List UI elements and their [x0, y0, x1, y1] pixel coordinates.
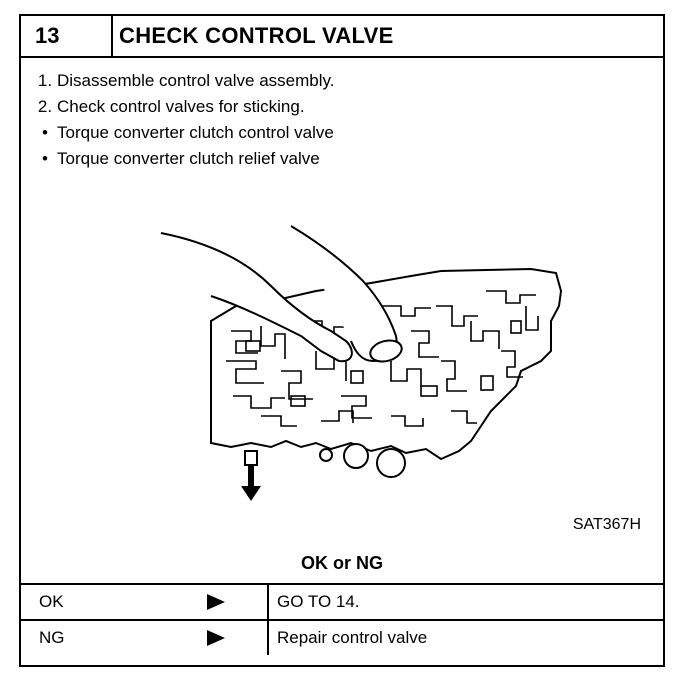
result-condition: NG: [39, 628, 65, 647]
instruction-text: Torque converter clutch control valve: [57, 123, 334, 142]
instruction-item: • Torque converter clutch relief valve: [33, 146, 334, 172]
control-valve-illustration: [160, 225, 563, 501]
instruction-item: 2.Check control valves for sticking.: [33, 94, 334, 120]
instruction-marker: 2.: [37, 97, 53, 116]
result-action: Repair control valve: [267, 621, 657, 655]
table-row: OK GO TO 14.: [21, 583, 663, 619]
instruction-item: • Torque converter clutch control valve: [33, 120, 334, 146]
instruction-text: Torque converter clutch relief valve: [57, 149, 320, 168]
result-action: GO TO 14.: [267, 585, 657, 619]
result-question: OK or NG: [300, 553, 383, 573]
arrow-right-icon: [207, 594, 225, 610]
instruction-marker: •: [42, 123, 48, 142]
table-row: NG Repair control valve: [21, 619, 663, 655]
figure-label: SAT367H: [572, 516, 641, 533]
instruction-marker: •: [42, 149, 48, 168]
result-condition: OK: [39, 592, 64, 611]
instruction-text: Check control valves for sticking.: [57, 97, 305, 116]
result-table: OK GO TO 14. NG Repair control valve: [21, 583, 663, 655]
instruction-list: 1.Disassemble control valve assembly. 2.…: [33, 68, 335, 172]
instruction-item: 1.Disassemble control valve assembly.: [33, 68, 335, 94]
procedure-frame: 13 CHECK CONTROL VALVE 1.Disassemble con…: [19, 14, 665, 667]
instruction-marker: 1.: [37, 71, 53, 90]
instruction-text: Disassemble control valve assembly.: [57, 71, 335, 90]
step-header: 13 CHECK CONTROL VALVE: [21, 16, 663, 58]
step-title: CHECK CONTROL VALVE: [119, 23, 394, 48]
arrow-right-icon: [207, 630, 225, 646]
step-number: 13: [21, 16, 113, 56]
